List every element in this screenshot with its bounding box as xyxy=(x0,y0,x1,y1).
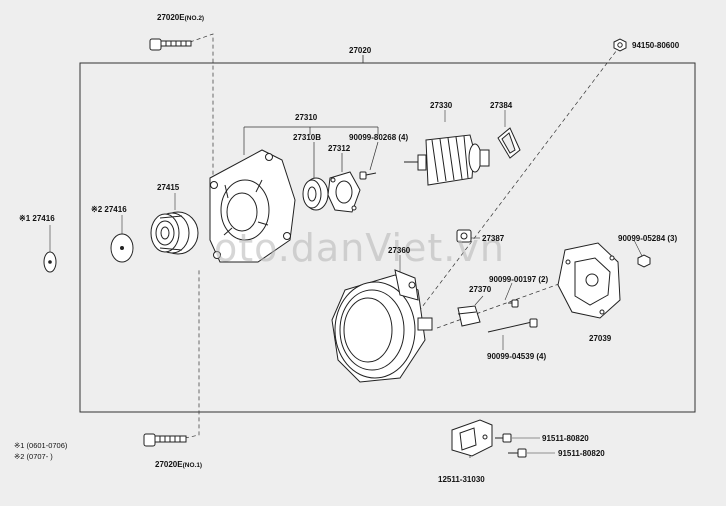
label-terminal[interactable]: 27387 xyxy=(482,234,505,243)
label-frame-group[interactable]: 27310 xyxy=(295,113,318,122)
rotor-icon xyxy=(404,134,490,186)
label-screw-3[interactable]: 90099-05284 (3) xyxy=(618,234,678,243)
label-bolt-no2[interactable]: 27020E(NO.2) xyxy=(157,13,205,22)
bracket-icon xyxy=(451,419,493,457)
label-screw-4[interactable]: 90099-80268 (4) xyxy=(349,133,409,142)
long-bolt-icon xyxy=(487,318,538,333)
ring-icon xyxy=(497,127,521,159)
label-washer-1[interactable]: ※1 27416 xyxy=(19,214,55,223)
screw-2-icon xyxy=(508,299,519,308)
footnote-2: ※2 (0707- ) xyxy=(14,452,53,461)
washer-2-hole xyxy=(120,246,124,250)
footnote-1: ※1 (0601-0706) xyxy=(14,441,68,450)
retainer-plate-icon xyxy=(327,171,361,213)
drive-end-frame-icon xyxy=(209,149,296,263)
screw-icon xyxy=(359,171,377,180)
label-bolt-long[interactable]: 90099-04539 (4) xyxy=(487,352,547,361)
label-regulator[interactable]: 27370 xyxy=(469,285,492,294)
label-screw-2[interactable]: 90099-00197 (2) xyxy=(489,275,549,284)
label-stator[interactable]: 27360 xyxy=(388,246,411,255)
assembly-frame xyxy=(79,62,696,413)
bearing-icon xyxy=(302,177,329,211)
label-bolt-no1[interactable]: 27020E(NO.1) xyxy=(155,460,203,469)
frame-group-leader xyxy=(243,126,379,180)
label-nut-top[interactable]: 94150-80600 xyxy=(632,41,680,50)
label-bracket-bolt-a[interactable]: 91511-80820 xyxy=(542,434,589,443)
bolt-no2-icon xyxy=(149,38,192,51)
pulley-icon xyxy=(150,211,199,255)
rear-cover-icon xyxy=(557,242,621,319)
label-cover[interactable]: 27039 xyxy=(589,334,612,343)
label-pulley[interactable]: 27415 xyxy=(157,183,180,192)
nut-icon xyxy=(613,38,627,52)
watermark: oto.danViet.vn xyxy=(214,226,505,270)
stator-housing-icon xyxy=(331,269,433,383)
label-rotor[interactable]: 27330 xyxy=(430,101,453,110)
label-washer-2[interactable]: ※2 27416 xyxy=(91,205,127,214)
label-ring[interactable]: 27384 xyxy=(490,101,513,110)
bolt-no1-icon xyxy=(143,433,187,447)
label-bearing-plate[interactable]: 27312 xyxy=(328,144,351,153)
label-frame-b[interactable]: 27310B xyxy=(293,133,322,142)
washer-1-hole xyxy=(48,260,52,264)
leader-lines xyxy=(49,110,643,454)
label-bracket[interactable]: 12511-31030 xyxy=(438,475,485,484)
label-assembly[interactable]: 27020 xyxy=(349,46,372,55)
cover-nut-icon xyxy=(637,254,651,268)
bracket-bolts-icon xyxy=(495,433,527,458)
regulator-icon xyxy=(457,305,481,327)
terminal-insulator-icon xyxy=(456,229,472,243)
label-bracket-bolt-b[interactable]: 91511-80820 xyxy=(558,449,605,458)
